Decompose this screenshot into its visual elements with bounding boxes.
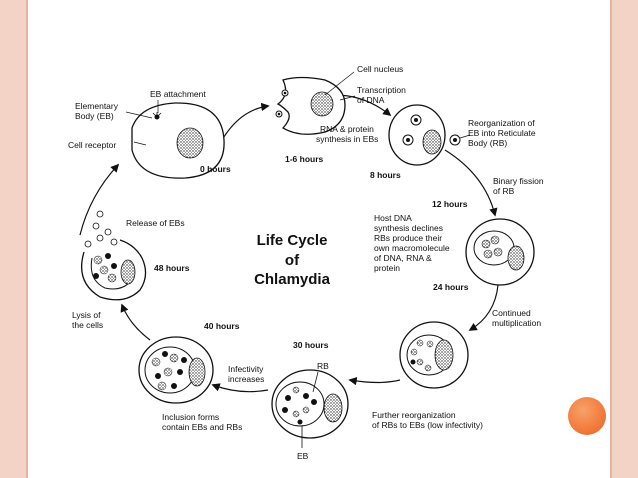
label-infectivity-2: increases xyxy=(228,374,264,384)
label-rb: RB xyxy=(317,361,329,371)
label-release: Release of EBs xyxy=(126,218,185,228)
label-host-dna-5: of DNA, RNA & xyxy=(374,253,432,263)
left-border-line xyxy=(26,0,28,478)
stage-0-cell xyxy=(131,102,225,179)
label-further-reorg-2: of RBs to EBs (low infectivity) xyxy=(372,420,483,430)
stage-1-6-cell xyxy=(275,76,346,135)
label-host-dna-2: synthesis declines xyxy=(374,223,443,233)
label-continued-1: Continued xyxy=(492,308,531,318)
label-reorganization-2: EB into Reticulate xyxy=(468,128,536,138)
title-line-3: Chlamydia xyxy=(254,271,331,288)
hours-30: 30 hours xyxy=(293,340,329,350)
label-rna-protein-2: synthesis in EBs xyxy=(316,134,378,144)
hours-40: 40 hours xyxy=(204,321,240,331)
label-lysis-1: Lysis of xyxy=(72,310,101,320)
label-host-dna-3: RBs produce their xyxy=(374,233,442,243)
hours-24: 24 hours xyxy=(433,282,469,292)
label-further-reorg-1: Further reorganization xyxy=(372,410,456,420)
label-reorganization-1: Reorganization of xyxy=(468,118,535,128)
label-rna-protein-1: RNA & protein xyxy=(320,124,374,134)
label-binary-fission-2: of RB xyxy=(493,186,515,196)
hours-48: 48 hours xyxy=(154,263,190,273)
label-host-dna-1: Host DNA xyxy=(374,213,412,223)
label-cell-nucleus: Cell nucleus xyxy=(357,64,403,74)
label-transcription-1: Transcription xyxy=(357,85,406,95)
leader-lines xyxy=(125,71,471,146)
label-continued-2: multiplication xyxy=(492,318,541,328)
stage-8-cell xyxy=(388,104,461,166)
cycle-arrows xyxy=(79,94,499,393)
stage-multiplication-cell xyxy=(399,321,469,389)
hours-12: 12 hours xyxy=(432,199,468,209)
label-transcription-2: of DNA xyxy=(357,95,385,105)
label-infectivity-1: Infectivity xyxy=(228,364,264,374)
label-cell-receptor: Cell receptor xyxy=(68,140,116,150)
label-elementary-body-2: Body (EB) xyxy=(75,111,114,121)
stage-12-24-cell xyxy=(465,218,535,286)
hours-1-6: 1-6 hours xyxy=(285,154,324,164)
stage-40-cell xyxy=(138,336,214,404)
label-binary-fission-1: Binary fission xyxy=(493,176,544,186)
label-lysis-2: the cells xyxy=(72,320,103,330)
label-reorganization-3: Body (RB) xyxy=(468,138,507,148)
right-border xyxy=(612,0,638,478)
label-inclusion-1: Inclusion forms xyxy=(162,412,219,422)
label-elementary-body-1: Elementary xyxy=(75,101,119,111)
title-line-2: of xyxy=(285,252,300,269)
hours-0: 0 hours xyxy=(200,164,231,174)
label-eb-attachment: EB attachment xyxy=(150,89,206,99)
label-host-dna-6: protein xyxy=(374,263,400,273)
stage-48-cell xyxy=(80,210,147,301)
label-host-dna-4: own macromolecule xyxy=(374,243,450,253)
stage-30-cell xyxy=(271,369,349,448)
right-border-line xyxy=(610,0,612,478)
label-eb: EB xyxy=(297,451,309,461)
title-line-1: Life Cycle xyxy=(257,232,328,249)
left-border xyxy=(0,0,26,478)
label-inclusion-2: contain EBs and RBs xyxy=(162,422,242,432)
hours-8: 8 hours xyxy=(370,170,401,180)
decorative-orb xyxy=(568,397,606,435)
